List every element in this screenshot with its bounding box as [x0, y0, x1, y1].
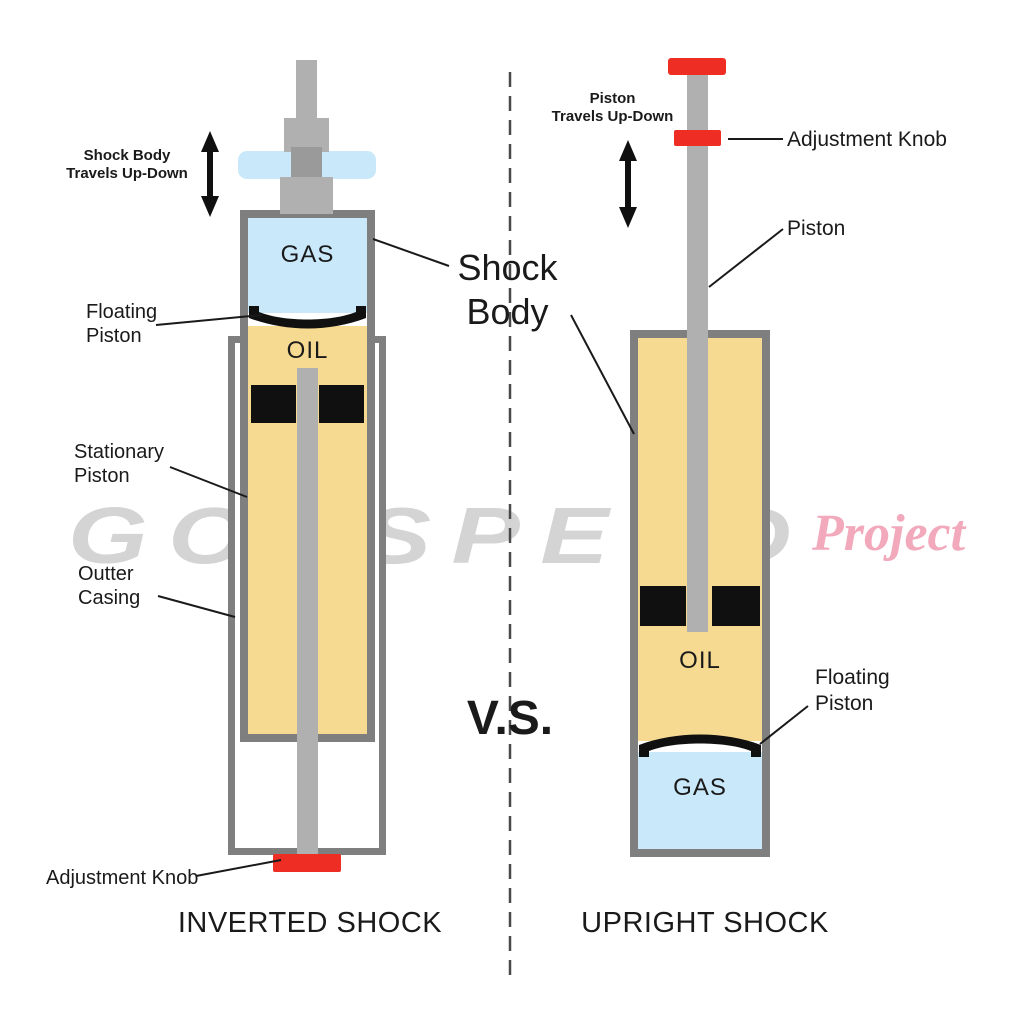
- inverted-title: INVERTED SHOCK: [177, 907, 443, 939]
- inverted-travel-label: Shock Body Travels Up-Down: [66, 147, 188, 183]
- inverted-gas-region: [248, 218, 367, 313]
- upright-travel-label: Piston Travels Up-Down: [551, 90, 674, 126]
- inverted-gas-label: GAS: [280, 241, 335, 268]
- up-down-arrow-inverted: [201, 131, 219, 217]
- upright-floating-piston-shape: [639, 734, 761, 757]
- inverted-oil-label: OIL: [286, 337, 329, 364]
- upright-piston-label: Piston: [787, 217, 846, 240]
- inverted-adjustment-knob-shape: [273, 854, 341, 872]
- upright-gas-region: [638, 752, 762, 849]
- upright-piston-right-block: [712, 586, 760, 626]
- inverted-stationary-piston-label: Stationary Piston: [74, 441, 165, 488]
- watermark-project-text: Project: [812, 505, 966, 562]
- upright-adjustment-knob-shape: [674, 130, 721, 146]
- inverted-shaft-step1: [284, 118, 329, 152]
- inverted-shaft-top: [296, 60, 317, 126]
- inverted-floating-piston-label: Floating Piston: [86, 301, 158, 348]
- inverted-adjustment-knob-label: Adjustment Knob: [46, 867, 199, 889]
- inverted-stationary-piston-left-block: [251, 385, 296, 423]
- upright-floating-piston-label: Floating Piston: [815, 666, 890, 715]
- up-down-arrow-upright: [619, 140, 637, 228]
- upright-adjustment-knob-label: Adjustment Knob: [787, 128, 947, 151]
- upright-piston-left-block: [640, 586, 686, 626]
- vs-label: V.S.: [466, 692, 554, 745]
- upright-oil-label: OIL: [679, 647, 721, 674]
- leader-upright-piston: [708, 228, 784, 288]
- shock-body-label: Shock Body: [457, 247, 558, 332]
- inverted-stationary-piston-right-block: [319, 385, 364, 423]
- upright-title: UPRIGHT SHOCK: [581, 907, 829, 939]
- leader-inverted-adjustment-knob: [195, 859, 282, 877]
- inverted-floating-piston-shape: [249, 306, 366, 329]
- inverted-shaft-collar: [280, 177, 333, 214]
- upright-piston-shaft: [687, 74, 708, 632]
- inverted-outer-casing-label: Outter Casing: [78, 563, 141, 610]
- inverted-piston-rod: [297, 368, 318, 858]
- upright-gas-label: GAS: [673, 774, 727, 801]
- upright-top-cap-shape: [668, 58, 726, 75]
